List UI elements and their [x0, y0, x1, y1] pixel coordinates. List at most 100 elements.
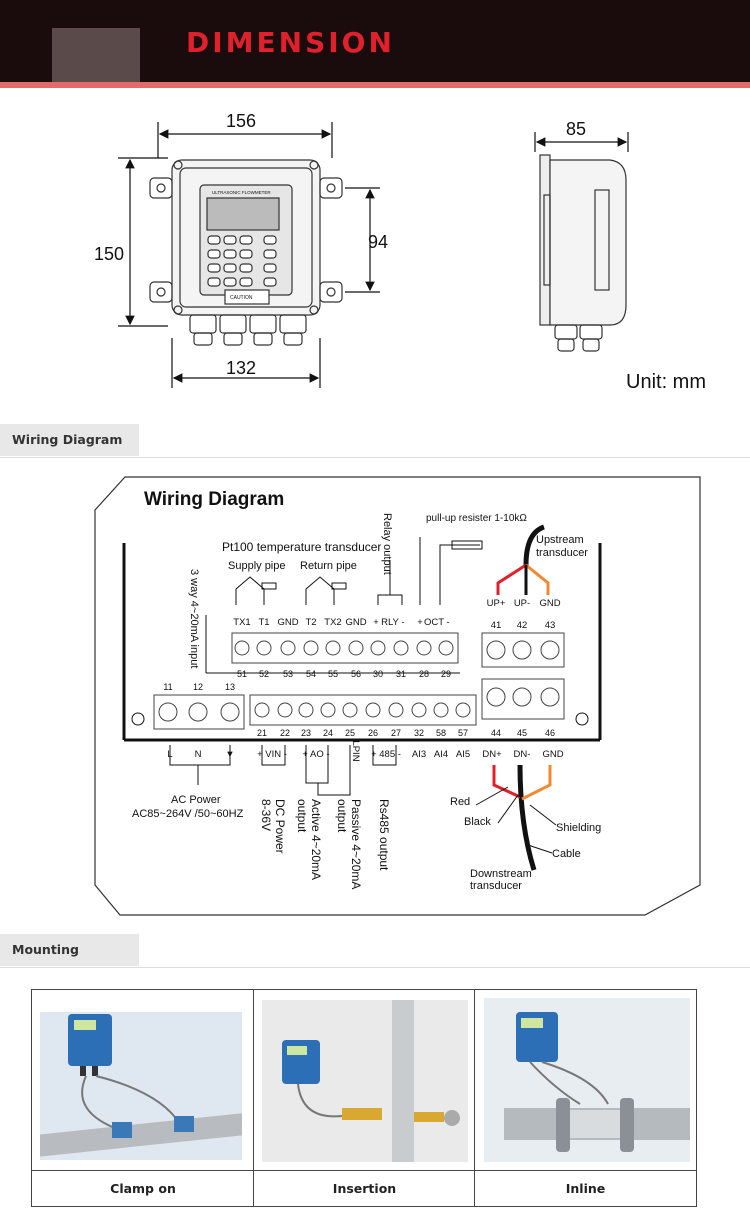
up-number-43: 43	[545, 620, 556, 631]
term-number-55: 55	[328, 669, 338, 679]
term-number-52: 52	[259, 669, 269, 679]
shielding-label: Shielding	[556, 822, 601, 834]
mount-label-clamp: Clamp on	[110, 1181, 176, 1196]
mount-label-inline: Inline	[565, 1181, 606, 1196]
depth-label: 85	[566, 119, 586, 139]
bot-number-23: 23	[301, 728, 311, 738]
front-view	[149, 159, 343, 346]
bot-label-ai3: AI3	[412, 749, 426, 760]
front-width-label: 156	[226, 111, 256, 131]
relay-output-label: Relay output	[381, 513, 393, 575]
cable-label: Cable	[552, 848, 581, 860]
bot-label-vin: + VIN -	[257, 749, 287, 760]
base-width-label: 132	[226, 358, 256, 378]
front-height-label: 150	[94, 244, 124, 264]
pullup-label: pull-up resister 1-10kΩ	[426, 513, 527, 524]
ac-number-12: 12	[193, 682, 203, 692]
bot-number-26: 26	[368, 728, 378, 738]
header-decoration	[52, 28, 140, 88]
passive-label: Passive 4~20mA	[349, 799, 363, 889]
section-tab-wiring: Wiring Diagram	[0, 424, 139, 456]
bot-number-25: 25	[345, 728, 355, 738]
term-label-gnd1: GND	[277, 617, 298, 628]
bot-number-21: 21	[257, 728, 267, 738]
dc-power-label: DC Power	[273, 799, 287, 854]
active-label-2: output	[295, 799, 309, 833]
ac-number-13: 13	[225, 682, 235, 692]
term-label-rly: RLY	[381, 617, 399, 628]
term-label-oct: OCT	[424, 617, 444, 628]
bot-label-485: + 485 -	[371, 749, 401, 760]
upstream-label-1: Upstream	[536, 534, 584, 546]
term-number-53: 53	[283, 669, 293, 679]
term-label-t1: T1	[258, 617, 269, 628]
mount-row-divider	[32, 1170, 696, 1171]
term-number-56: 56	[351, 669, 361, 679]
mounting-table: Clamp on Insertion Inline	[31, 989, 697, 1207]
dn-number-46: 46	[545, 728, 555, 738]
bot-label-dn-minus: DN-	[514, 749, 531, 760]
term-label-gnd2: GND	[345, 617, 366, 628]
ac-spec-label: AC85~264V /50~60HZ	[132, 808, 244, 820]
term-label-oct-plus: +	[417, 617, 423, 628]
input-label: 3 way 4~20mA input	[188, 569, 200, 668]
dimension-drawing: ULTRASONIC FLOWMETER CAUTION 156 150 94 …	[94, 111, 706, 393]
bot-number-32: 32	[414, 728, 424, 738]
bot-number-57: 57	[458, 728, 468, 738]
bot-label-dn-plus: DN+	[482, 749, 502, 760]
active-label: Active 4~20mA	[309, 799, 323, 880]
bot-label-n: N	[195, 749, 202, 760]
pt100-label: Pt100 temperature transducer	[222, 540, 381, 554]
term-label-rly-minus: -	[401, 617, 404, 628]
mount-height-label: 94	[368, 232, 388, 252]
upstream-label-2: transducer	[536, 547, 588, 559]
downstream-label-1: Downstream	[470, 868, 532, 880]
mount-col-clamp	[32, 990, 254, 1206]
section-divider-2	[0, 967, 750, 968]
term-number-51: 51	[237, 669, 247, 679]
supply-pipe-label: Supply pipe	[228, 560, 286, 572]
rs485-label: Rs485 output	[377, 799, 391, 871]
bot-number-24: 24	[323, 728, 333, 738]
downstream-label-2: transducer	[470, 880, 522, 892]
red-wire-label: Red	[450, 796, 470, 808]
bot-number-58: 58	[436, 728, 446, 738]
inline-image	[484, 998, 690, 1162]
term-label-tx2: TX2	[324, 617, 341, 628]
wiring-diagram: Wiring Diagram Pt100 temperature transdu…	[94, 476, 701, 916]
term-number-28: 28	[419, 669, 429, 679]
passive-label-2: output	[335, 799, 349, 833]
bot-number-27: 27	[391, 728, 401, 738]
term-number-31: 31	[396, 669, 406, 679]
up-label-minus: UP-	[514, 598, 530, 609]
bot-label-gnd: GND	[542, 749, 563, 760]
black-wire-label: Black	[464, 816, 491, 828]
panel-title: ULTRASONIC FLOWMETER	[212, 190, 271, 195]
dc-spec-label: 8-36V	[259, 799, 273, 831]
bot-label-lpin: LPIN	[350, 740, 361, 761]
term-label-rly-plus: +	[373, 617, 379, 628]
term-label-tx1: TX1	[233, 617, 250, 628]
bot-number-22: 22	[280, 728, 290, 738]
wiring-title: Wiring Diagram	[144, 489, 284, 510]
return-pipe-label: Return pipe	[300, 560, 357, 572]
page-title: DIMENSION	[186, 26, 395, 59]
mount-label-insertion: Insertion	[332, 1181, 397, 1196]
side-view	[539, 154, 627, 352]
dn-number-45: 45	[517, 728, 527, 738]
mount-col-insertion	[254, 990, 475, 1206]
bot-label-ao: + AO -	[302, 749, 329, 760]
up-number-42: 42	[517, 620, 528, 631]
insertion-image	[262, 1000, 468, 1162]
section-tab-mounting: Mounting	[0, 934, 139, 966]
ac-power-label: AC Power	[171, 794, 221, 806]
term-number-29: 29	[441, 669, 451, 679]
term-label-t2: T2	[305, 617, 316, 628]
bot-label-ai4: AI4	[434, 749, 448, 760]
term-number-30: 30	[373, 669, 383, 679]
section-divider	[0, 457, 750, 458]
ac-number-11: 11	[163, 682, 172, 692]
term-label-oct-minus: -	[446, 617, 449, 628]
dn-number-44: 44	[491, 728, 501, 738]
up-label-plus: UP+	[487, 598, 506, 609]
